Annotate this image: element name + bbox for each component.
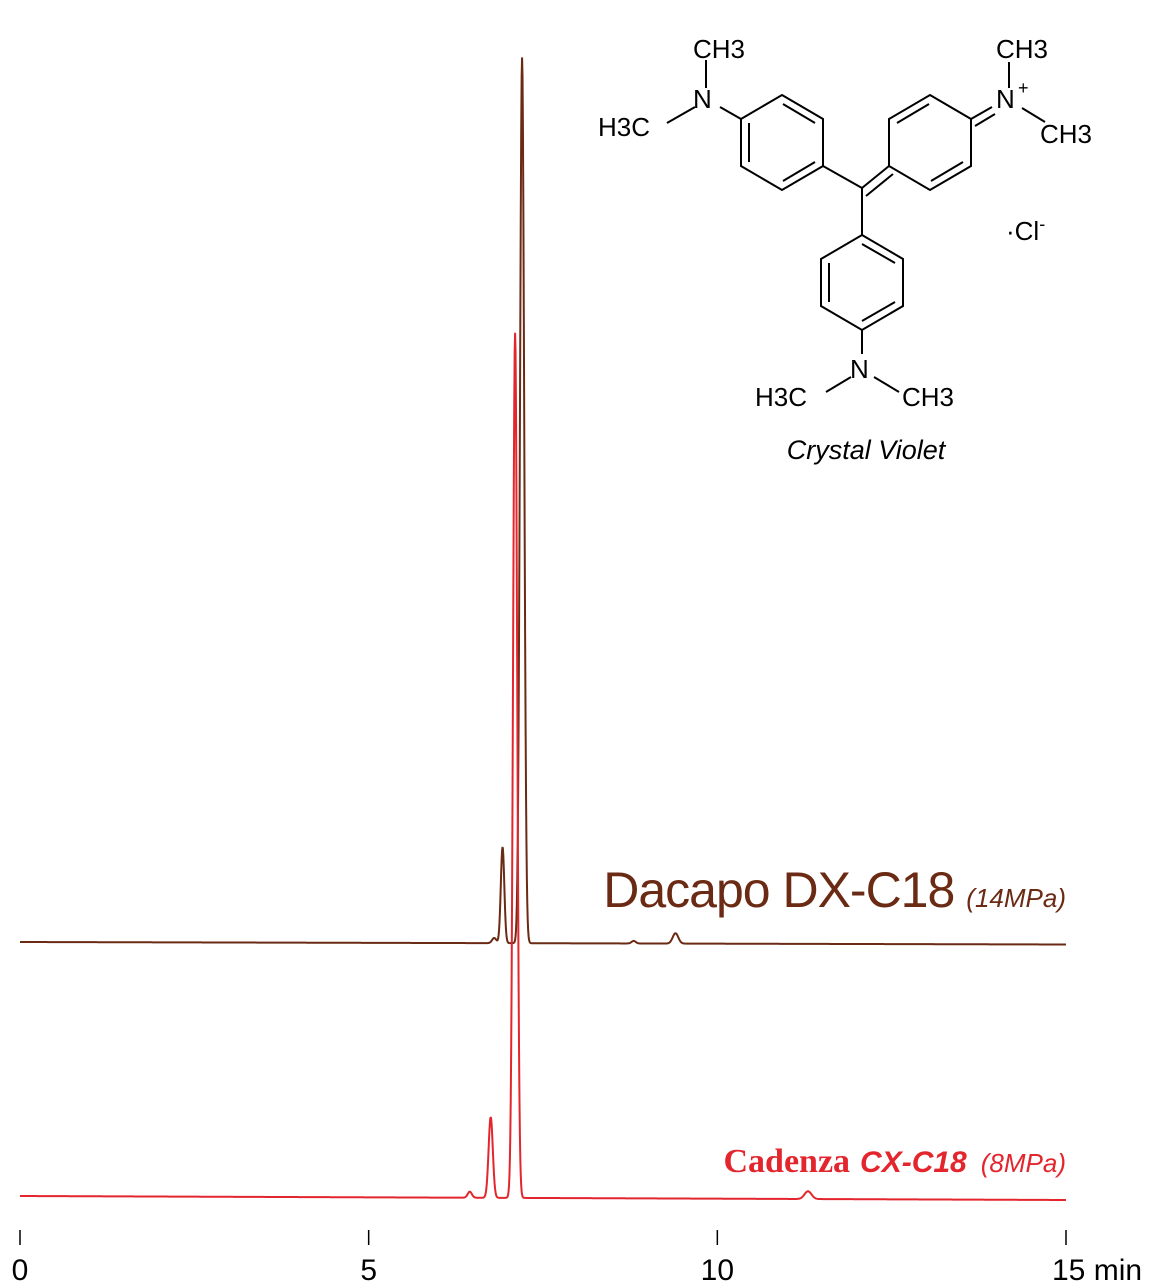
label-ch3-right-bottom: CH3 <box>1040 119 1092 149</box>
x-axis: 0 5 10 15 min <box>12 1230 1142 1286</box>
series-line-0 <box>20 57 1066 946</box>
series-label-cadenza-pressure: (8MPa) <box>981 1148 1066 1178</box>
svg-text:Dacapo DX-C18(14MPa): Dacapo DX-C18 (14MPa) <box>603 862 1066 918</box>
x-tick-label-0: 0 <box>12 1254 29 1286</box>
traces <box>20 57 1066 1201</box>
label-h3c-bottom: H3C <box>755 382 807 412</box>
atom-n-bottom: N <box>850 354 869 384</box>
x-tick-label-3: 15 min <box>1052 1254 1142 1286</box>
series-label-cadenza-model: CX-C18 <box>860 1146 967 1179</box>
legend-dacapo: Dacapo DX-C18 (14MPa) <box>603 862 1066 918</box>
label-ch3-top: CH3 <box>693 34 745 64</box>
label-ch3-bottom: CH3 <box>902 382 954 412</box>
legend-cadenza: Cadenza CX-C18 (8MPa) <box>723 1143 1066 1180</box>
x-tick-label-2: 10 <box>701 1254 734 1286</box>
label-counter-ion: ·Cl- <box>1006 214 1045 246</box>
label-h3c-top: H3C <box>598 112 650 142</box>
ring-c <box>820 233 904 332</box>
compound-name: Crystal Violet <box>787 435 947 465</box>
label-ch3-right-top: CH3 <box>996 34 1048 64</box>
series-label-cadenza-name: Cadenza <box>723 1143 850 1180</box>
series-label-dacapo-name: Dacapo DX-C18 <box>603 862 954 918</box>
crystal-violet-structure: N CH3 H3C N + CH3 CH3 ·Cl- N H3C CH3 Cry… <box>598 34 1092 465</box>
series-label-dacapo-pressure: (14MPa) <box>966 883 1066 913</box>
series-line-1 <box>20 332 1066 1201</box>
x-tick-label-1: 5 <box>360 1254 377 1286</box>
ring-b <box>888 93 972 192</box>
atom-n-top: N <box>693 84 712 114</box>
charge-plus: + <box>1018 78 1029 98</box>
ring-a <box>740 93 824 192</box>
atom-n-right: N <box>996 84 1015 114</box>
